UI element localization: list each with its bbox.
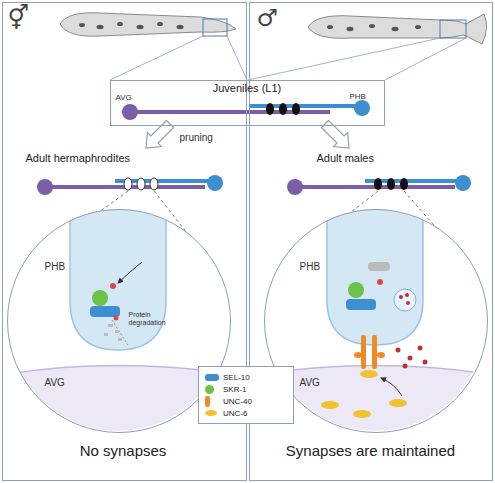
degradation-dash (112, 320, 128, 345)
ubiquitin (110, 283, 116, 289)
unc6-ligand (321, 370, 407, 418)
legend-swatch (205, 385, 214, 394)
sex-symbol: ⚥ (8, 5, 40, 33)
phb-soma (207, 175, 223, 191)
legend-text: UNC-40 (223, 397, 252, 406)
sel10-protein (346, 299, 376, 310)
synapses (266, 103, 300, 115)
node-text: AVG (45, 377, 85, 389)
stage-box-fill (110, 80, 385, 126)
phb-terminal (327, 205, 423, 345)
node-text: PHB (45, 261, 85, 273)
transfer-arrow (118, 262, 142, 283)
avg-axon (137, 110, 330, 114)
worm-body (60, 13, 236, 37)
ubiquitin (114, 316, 119, 321)
legend-box: SEL-10SKR-1UNC-40UNC-6 (198, 366, 294, 424)
binding-arrow (381, 378, 402, 396)
avg-soma (122, 104, 138, 120)
phb-soma (455, 175, 471, 191)
legend-row: UNC-40 (205, 395, 287, 407)
node-text: pruning (180, 132, 240, 144)
worm-nuclei (327, 24, 421, 31)
node-text: AVG (116, 93, 146, 102)
legend-text: UNC-6 (223, 409, 247, 418)
stage-box: Juveniles (L1)AVG PHB (110, 80, 385, 126)
worm-nuclei (79, 22, 184, 29)
tail-box (203, 19, 227, 36)
hermaphrodite-worm (60, 13, 236, 37)
sex-symbol: ♂ (257, 5, 289, 33)
synapses (374, 178, 408, 190)
legend-text: SKR-1 (223, 385, 247, 394)
vesicle (394, 289, 416, 311)
node-text: Synapses are maintained (249, 442, 493, 459)
phb-terminal (70, 205, 166, 350)
inactive-protein (368, 262, 390, 271)
worm-body (308, 14, 487, 44)
neurotransmitter (396, 293, 428, 369)
phb-soma (354, 100, 370, 116)
pruned-synapses (124, 178, 158, 190)
legend-row: SKR-1 (205, 383, 287, 395)
legend-row: SEL-10 (205, 371, 287, 383)
zoom-lines (110, 36, 466, 80)
node-text: Juveniles (L1) (110, 82, 385, 95)
avg-soma (287, 179, 303, 195)
sel10-protein (90, 306, 120, 317)
legend-swatch (205, 410, 217, 416)
unc40-receptor (354, 335, 385, 369)
skr1-protein (348, 282, 364, 298)
node-text: No synapses (2, 442, 245, 459)
node-text: PHB (350, 92, 380, 101)
ubiquitin (377, 279, 383, 285)
node-text: Protein degradation (129, 311, 181, 327)
zoom-circle: PHB AVG (264, 209, 488, 433)
stage-arrow (318, 117, 356, 155)
legend-swatch (205, 396, 210, 407)
legend-text: SEL-10 (223, 373, 250, 382)
legend-row: UNC-6 (205, 407, 287, 419)
tail-box (440, 20, 466, 38)
avg-soma (37, 179, 53, 195)
stage-arrow (139, 117, 177, 155)
skr1-protein (92, 290, 108, 306)
node-text: Adult males (317, 152, 437, 165)
node-text: PHB (300, 261, 340, 273)
male-worm (308, 14, 487, 44)
node-text: Adult hermaphrodites (26, 152, 176, 165)
node-text: AVG (300, 377, 340, 389)
phb-axon (250, 104, 356, 108)
degraded-fragments (104, 324, 122, 341)
legend-swatch (205, 374, 219, 381)
